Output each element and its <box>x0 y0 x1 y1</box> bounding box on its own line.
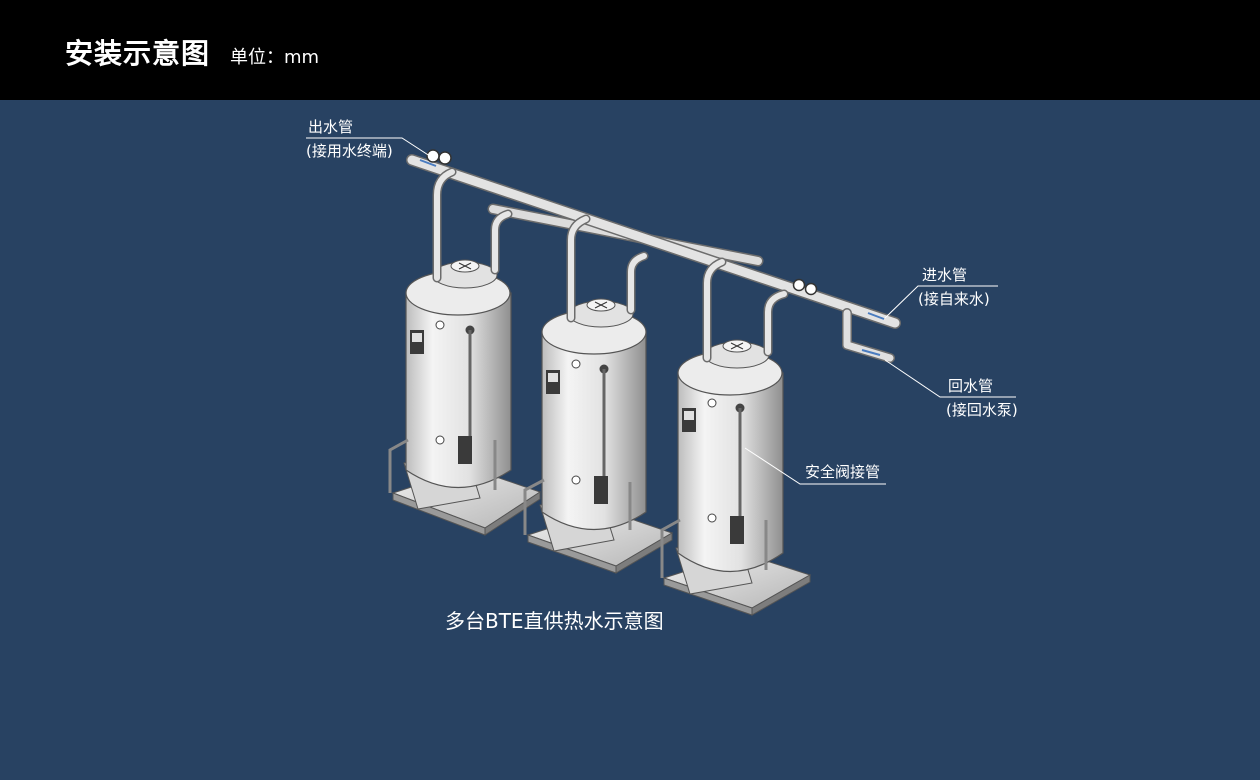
water-heater-tank-2 <box>523 214 674 574</box>
safety-valve-pipe-label: 安全阀接管 <box>805 463 881 481</box>
unit-label: 单位：mm <box>230 47 320 68</box>
leader-lines <box>306 137 1016 485</box>
return-branch-pipe <box>842 308 895 363</box>
page-title: 安装示意图 <box>65 37 211 70</box>
return-pipe-note: (接回水泵) <box>946 401 1018 419</box>
inlet-pipe-label: 进水管 <box>922 266 968 284</box>
inlet-pipe-note: (接自来水) <box>918 290 990 308</box>
diagram-caption: 多台BTE直供热水示意图 <box>445 609 664 633</box>
water-heater-tank-1 <box>388 167 542 536</box>
outlet-pipe-label: 出水管 <box>308 118 354 136</box>
installation-diagram <box>306 137 1016 616</box>
pressure-gauge-icon <box>426 149 818 296</box>
header-bar: 安装示意图 单位：mm <box>0 0 1260 100</box>
outlet-pipe-note: (接用水终端) <box>306 142 393 160</box>
return-pipe-label: 回水管 <box>948 377 994 395</box>
outlet-manifold-pipe <box>406 154 901 329</box>
water-heater-tank-3 <box>660 257 812 616</box>
